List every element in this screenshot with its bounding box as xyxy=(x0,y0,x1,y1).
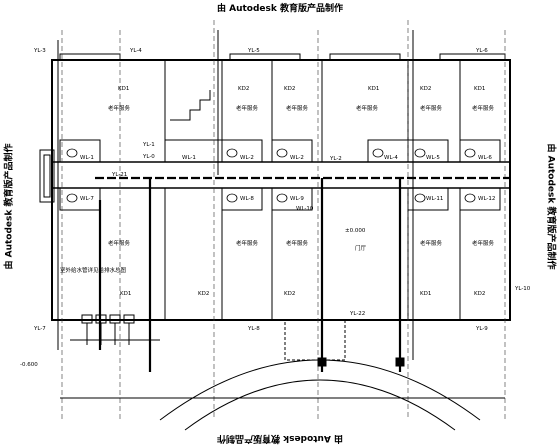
drawing-stroke xyxy=(39,149,55,203)
pipe-label: YL-22 xyxy=(349,311,365,317)
fixture-label: WL-10 xyxy=(296,206,314,212)
stair xyxy=(164,59,223,141)
drawing-stroke xyxy=(170,90,211,121)
drawing-stroke xyxy=(66,193,78,203)
drawing-stroke xyxy=(66,148,78,158)
elevation-label: ±0.000 xyxy=(345,228,366,234)
pipe-label: YL-9 xyxy=(475,326,488,332)
drawing-stroke xyxy=(317,357,327,367)
room-label: 老年服务 xyxy=(236,239,259,247)
pipe-label: YL-4 xyxy=(129,48,142,54)
outer-wall xyxy=(51,59,511,321)
drawing-stroke xyxy=(372,148,384,158)
kd-label: KD1 xyxy=(120,291,131,297)
room-label: 老年服务 xyxy=(472,104,495,112)
room-label: 老年服务 xyxy=(108,104,131,112)
annotation-text: 室外给水管详见给排水总图 xyxy=(60,266,127,274)
pipe-label: YL-2 xyxy=(329,156,342,162)
watermark-right: 由 Autodesk 教育版产品制作 xyxy=(545,143,556,270)
drawing-stroke xyxy=(464,148,476,158)
drawing-stroke xyxy=(221,139,263,163)
drawing-stroke xyxy=(229,53,301,60)
room-label: 老年服务 xyxy=(286,239,309,247)
drawing-stroke xyxy=(284,319,346,361)
drawing-stroke xyxy=(276,148,288,158)
room-label: 老年服务 xyxy=(356,104,379,112)
drawing-stroke xyxy=(184,379,456,431)
drawing-stroke xyxy=(59,187,101,211)
drawing-stroke xyxy=(459,139,501,163)
kd-label: KD2 xyxy=(238,86,249,92)
fixture-label: WL-5 xyxy=(426,155,440,161)
fixture-label: WL-9 xyxy=(290,196,304,202)
kd-label: KD2 xyxy=(198,291,209,297)
kd-label: KD2 xyxy=(420,86,431,92)
pipe-label: YL-7 xyxy=(33,326,46,332)
room-label: 老年服务 xyxy=(420,239,443,247)
drawing-stroke xyxy=(226,148,238,158)
fixture-label: WL-1 xyxy=(182,155,196,161)
kd-label: KD1 xyxy=(474,86,485,92)
pipe-label: YL-8 xyxy=(247,326,260,332)
drawing-stroke xyxy=(276,193,288,203)
fixture-label: WL-8 xyxy=(240,196,254,202)
fixture-label: WL-1 xyxy=(80,155,94,161)
drawing-stroke xyxy=(459,187,501,211)
kd-label: KD1 xyxy=(118,86,129,92)
watermark-top: 由 Autodesk 教育版产品制作 xyxy=(216,4,343,14)
drawing-stroke xyxy=(271,187,313,211)
fixture-label: WL-12 xyxy=(478,196,495,202)
drawing-stroke xyxy=(464,193,476,203)
kd-label: KD2 xyxy=(284,291,295,297)
kd-label: KD1 xyxy=(368,86,379,92)
fixture-label: WL-2 xyxy=(240,155,254,161)
drawing-stroke xyxy=(43,154,51,198)
outside-elevation: -0.600 xyxy=(20,362,38,368)
pipe-label: YL-3 xyxy=(33,48,46,54)
kd-label: KD1 xyxy=(420,291,431,297)
pipe-label: YL-10 xyxy=(514,286,531,292)
drawing-stroke xyxy=(329,53,401,60)
canopy-arc xyxy=(159,359,481,421)
room-label: 老年服务 xyxy=(286,104,309,112)
pipe-label: YL-21 xyxy=(111,172,127,178)
room-label: 老年服务 xyxy=(108,239,131,247)
drawing-stroke xyxy=(414,148,426,158)
pipe-label: YL-5 xyxy=(247,48,260,54)
watermark-left: 由 Autodesk 教育版产品制作 xyxy=(4,143,15,270)
pipe-label: YL-0 xyxy=(142,154,155,160)
fixture-label: WL-7 xyxy=(80,196,94,202)
drawing-stroke xyxy=(271,139,313,163)
watermark-bottom: 由 Autodesk 教育版产品制作 xyxy=(217,433,344,443)
drawing-stroke xyxy=(414,193,426,203)
fixture-label: WL-4 xyxy=(384,155,398,161)
hall-label: 门厅 xyxy=(355,244,367,252)
drawing-stroke xyxy=(59,139,101,163)
kd-label: KD2 xyxy=(474,291,485,297)
pipe-label: YL-6 xyxy=(475,48,488,54)
fixture-label: WL-6 xyxy=(478,155,492,161)
drawing-stroke xyxy=(221,187,263,211)
drawing-stroke xyxy=(395,357,405,367)
drawing-stroke xyxy=(226,193,238,203)
pipe-label: YL-1 xyxy=(142,142,155,148)
fixture-label: WL-11 xyxy=(426,196,443,202)
entrance-hall xyxy=(321,187,409,321)
room-label: 老年服务 xyxy=(420,104,443,112)
fixture-label: WL-2 xyxy=(290,155,304,161)
kd-label: KD2 xyxy=(284,86,295,92)
room-label: 老年服务 xyxy=(236,104,259,112)
room-label: 老年服务 xyxy=(472,239,495,247)
